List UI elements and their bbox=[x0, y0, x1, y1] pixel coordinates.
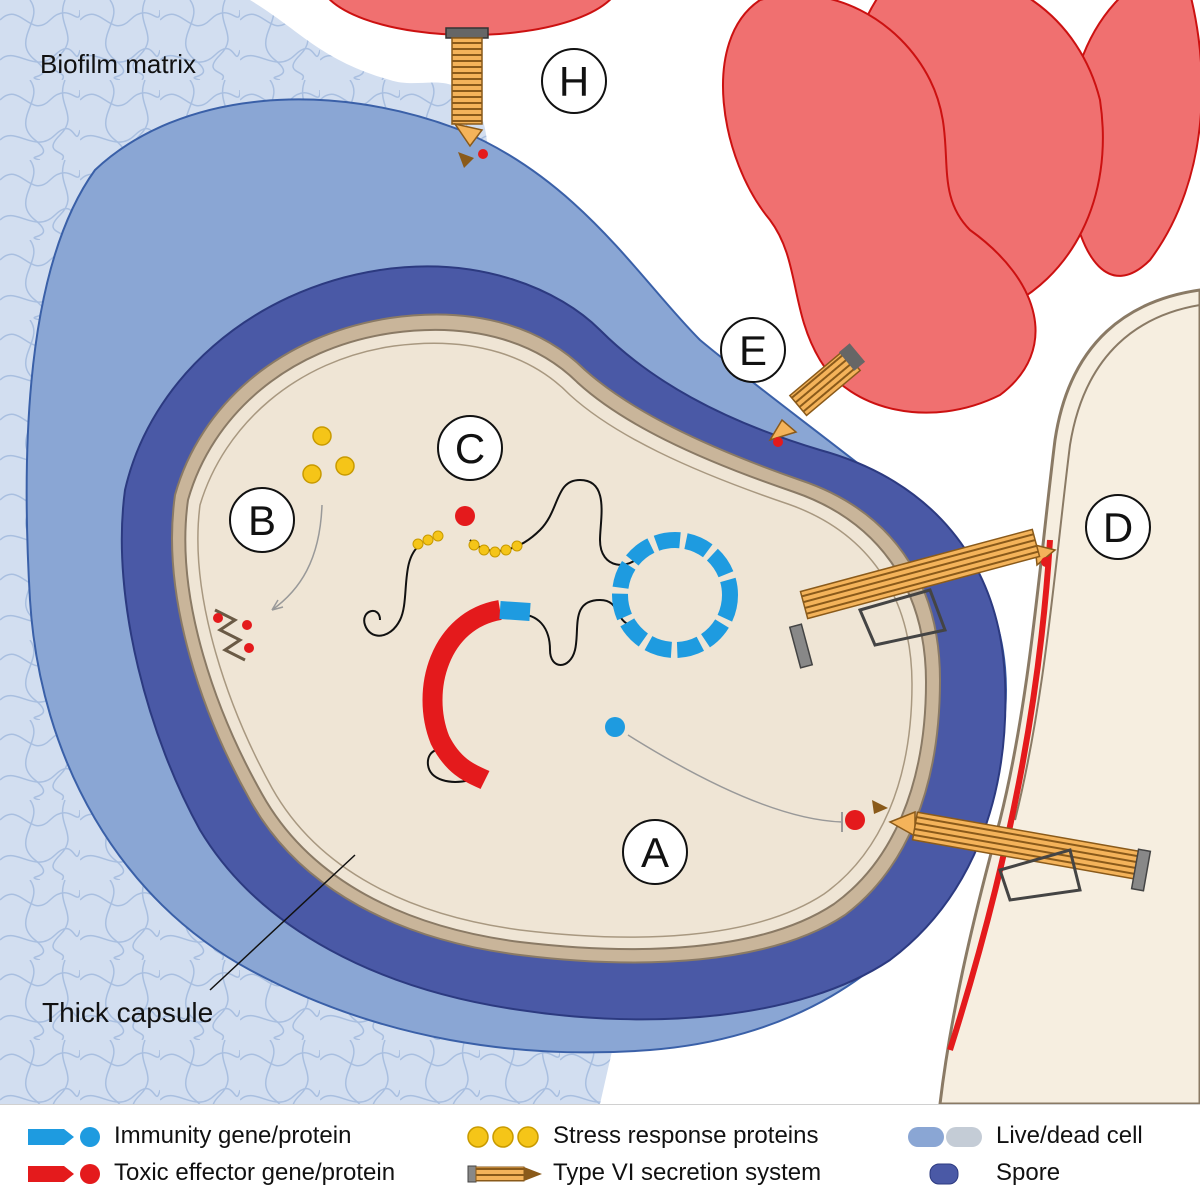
panel-marker-c: C bbox=[437, 415, 503, 481]
svg-text:H: H bbox=[559, 58, 589, 105]
panel-marker-h: H bbox=[541, 48, 607, 114]
immunity-protein bbox=[605, 717, 625, 737]
t6ss-d bbox=[788, 528, 1057, 669]
svg-text:C: C bbox=[455, 425, 485, 472]
biofilm-matrix-label: Biofilm matrix bbox=[40, 49, 196, 79]
cytoplasm bbox=[184, 328, 928, 951]
capsule-leader-line bbox=[209, 854, 356, 991]
membrane-damage bbox=[214, 608, 246, 662]
t6ss-e bbox=[768, 343, 866, 447]
svg-text:A: A bbox=[641, 829, 669, 876]
toxic-effector-gene bbox=[422, 600, 503, 790]
effector-protein bbox=[213, 613, 223, 623]
effector-protein bbox=[244, 643, 254, 653]
t6ss-h bbox=[445, 27, 489, 168]
svg-text:D: D bbox=[1103, 504, 1133, 551]
legend-immunity: Immunity gene/protein bbox=[114, 1122, 352, 1149]
panel-marker-d: D bbox=[1085, 494, 1151, 560]
effector-protein bbox=[845, 810, 865, 830]
neighbor-cell bbox=[938, 288, 1200, 1104]
arrow bbox=[271, 504, 323, 611]
spore-icon bbox=[929, 1163, 959, 1185]
effector-protein bbox=[242, 620, 252, 630]
panel-marker-a: A bbox=[622, 819, 688, 885]
thick-capsule-label: Thick capsule bbox=[42, 997, 213, 1028]
live-dead-icon bbox=[908, 1127, 982, 1147]
t6ss-a bbox=[888, 810, 1152, 902]
legend-stress: Stress response proteins bbox=[553, 1122, 819, 1149]
stress-proteins-on-dna bbox=[412, 530, 523, 558]
immunity-icon bbox=[28, 1127, 100, 1147]
panel-marker-b: B bbox=[229, 487, 295, 553]
legend-spore: Spore bbox=[996, 1159, 1061, 1186]
stress-protein bbox=[335, 456, 355, 476]
immunity-gene-circle bbox=[612, 532, 738, 658]
legend-t6ss: Type VI secretion system bbox=[553, 1159, 822, 1186]
toxic-icon bbox=[28, 1164, 100, 1184]
legend: Immunity gene/protein Toxic effector gen… bbox=[0, 1104, 1200, 1194]
panel-marker-e: E bbox=[720, 317, 786, 383]
svg-text:E: E bbox=[739, 327, 767, 374]
t6ss-icon bbox=[467, 1165, 542, 1183]
stress-icon bbox=[467, 1126, 539, 1148]
effector-protein bbox=[455, 506, 475, 526]
biofilm-diagram: Biofilm matrix Thick capsule H E C B D A bbox=[0, 0, 1200, 1104]
stress-protein bbox=[312, 426, 332, 446]
legend-toxic: Toxic effector gene/protein bbox=[114, 1159, 396, 1186]
legend-live-dead: Live/dead cell bbox=[996, 1122, 1143, 1149]
stress-protein bbox=[302, 464, 322, 484]
immunity-gene bbox=[499, 601, 531, 621]
svg-text:B: B bbox=[248, 497, 276, 544]
